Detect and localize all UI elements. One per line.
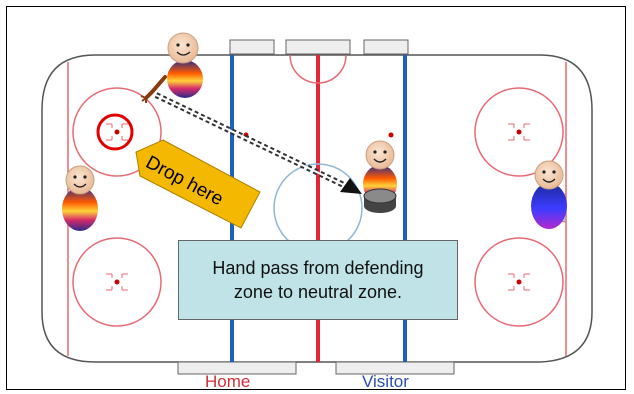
puck-icon[interactable] [363, 188, 397, 213]
player-avatar-icon[interactable] [62, 165, 98, 231]
player-avatar-icon[interactable] [531, 160, 567, 229]
message-line-2: zone to neutral zone. [233, 282, 403, 302]
bench-home [177, 361, 297, 375]
drop-here-tag[interactable] [135, 139, 261, 229]
referee-crease [289, 54, 347, 84]
home-label: Home [205, 372, 251, 391]
bench-visitor [335, 361, 455, 375]
blue-line-visitor [403, 55, 407, 362]
player-avatar-icon[interactable] [140, 32, 203, 103]
faceoff-circle-right-top [474, 87, 564, 177]
bench-top-center [285, 39, 351, 55]
message-line-1: Hand pass from defending [212, 258, 424, 278]
center-red-line [316, 55, 320, 362]
faceoff-circle-right-bottom [474, 237, 564, 327]
faceoff-circle-left-top [72, 87, 162, 177]
visitor-label: Visitor [362, 372, 409, 391]
pass-arrow-icon [154, 92, 362, 194]
drop-target-ring[interactable] [96, 113, 134, 151]
neutral-dot-right-top [388, 132, 394, 138]
bench-top-right [363, 39, 409, 55]
bench-top-left [229, 39, 275, 55]
message-box: Hand pass from defending zone to neutral… [178, 240, 458, 320]
faceoff-circle-left-bottom [72, 237, 162, 327]
